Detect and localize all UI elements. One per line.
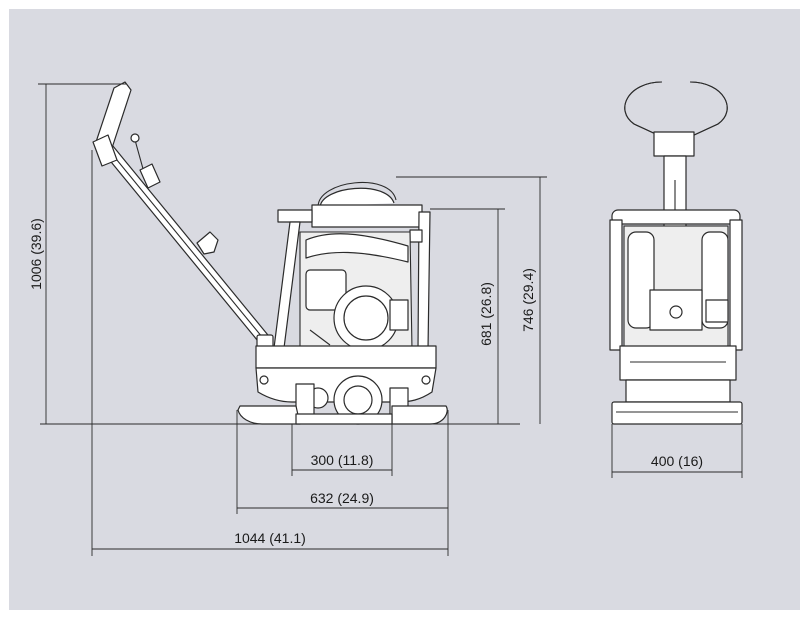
engine-height-label: 681 (26.8) (478, 282, 494, 346)
center-width-label: 300 (11.8) (311, 452, 374, 468)
overall-length-label: 1044 (41.1) (234, 530, 306, 546)
side-base-plate (237, 405, 448, 425)
side-base (255, 345, 437, 425)
side-handle (92, 81, 274, 354)
frame-height-label: 746 (29.4) (520, 268, 536, 332)
front-frame (609, 209, 743, 351)
side-view-compactor (92, 81, 448, 425)
overall-height-label: 1006 (39.6) (28, 218, 44, 290)
front-base (611, 345, 743, 425)
front-view-compactor (609, 81, 743, 425)
dimension-lines (38, 83, 743, 556)
plate-length-label: 632 (24.9) (310, 490, 374, 506)
side-engine (299, 231, 413, 351)
plate-width-label: 400 (16) (651, 453, 703, 469)
